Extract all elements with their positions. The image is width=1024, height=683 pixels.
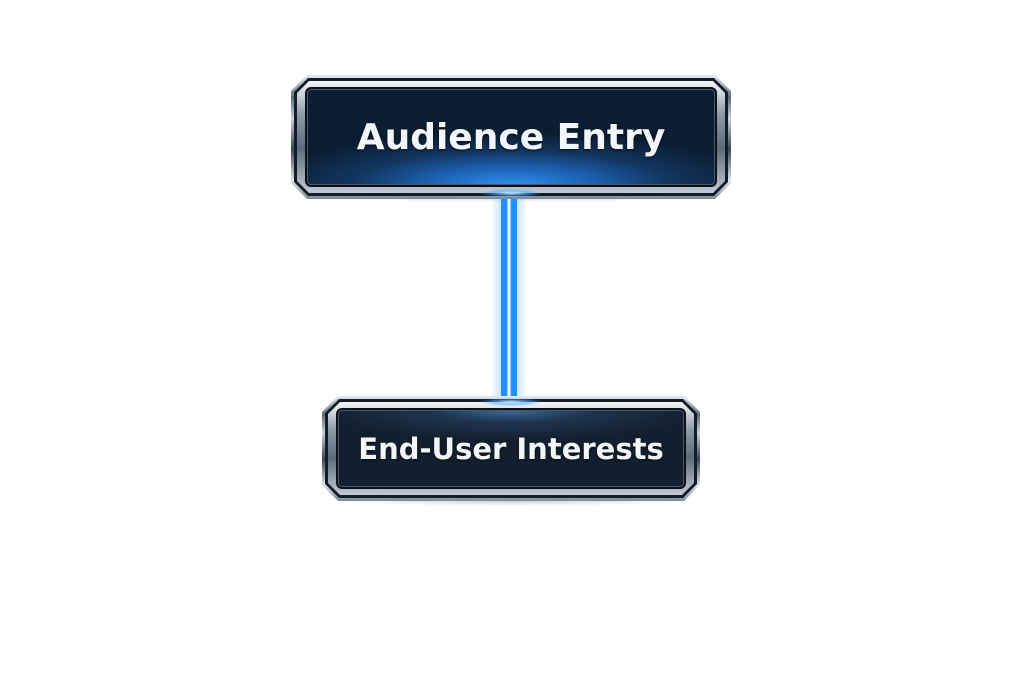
node-shadow xyxy=(330,496,694,506)
node-label: End-User Interests xyxy=(358,431,664,466)
node-label: Audience Entry xyxy=(356,116,666,158)
connector-anchor-glow xyxy=(481,398,541,406)
node-end-user-interests[interactable]: End-User Interests xyxy=(322,396,700,501)
node-panel: End-User Interests xyxy=(336,408,686,489)
connector-beam xyxy=(501,196,517,400)
connector-anchor-glow xyxy=(481,189,541,197)
node-panel: Audience Entry xyxy=(305,87,717,187)
node-audience-entry[interactable]: Audience Entry xyxy=(291,75,731,199)
connector-line xyxy=(491,196,527,400)
